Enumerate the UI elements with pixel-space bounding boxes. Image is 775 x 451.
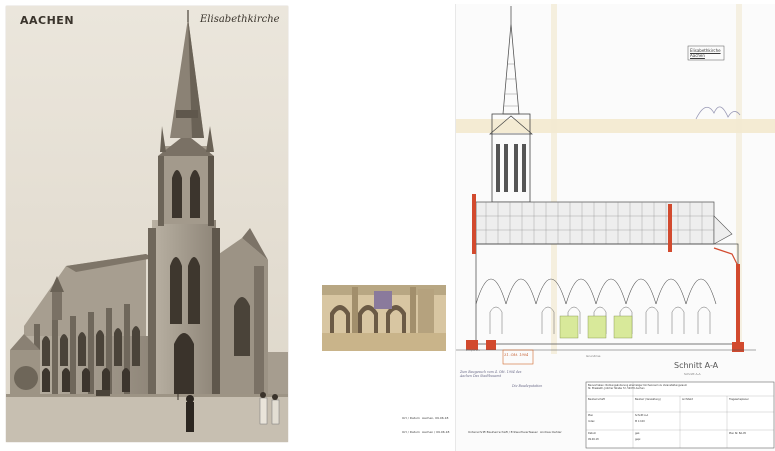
section-label: Schnitt A-A — [674, 361, 719, 370]
left-label: Emporen — [466, 348, 480, 352]
title-block-scale: M 1:100 — [635, 420, 645, 423]
title-block-col1: Bauherrschaft — [588, 398, 605, 401]
stamp-title: Elisabethkirche Aachen — [690, 48, 721, 58]
stamp-date: 31. Okt. 1904 — [504, 353, 529, 357]
interior-photo-illustration — [322, 285, 446, 351]
interior-photo — [322, 285, 446, 351]
title-block-plan-name: Schnitt A-A — [635, 414, 649, 417]
stamp-title-line2: Aachen — [690, 53, 705, 58]
title-block-row-index: Index — [588, 420, 595, 423]
section-drawing — [456, 4, 775, 449]
caption-label-1: Ort / Datum — [402, 416, 420, 420]
title-block-row-plan: Plan — [588, 414, 594, 417]
title-block-checked: gepr. — [635, 438, 642, 441]
title-block-drawn: gez. — [635, 432, 641, 435]
title-block-col3: Architekt — [682, 398, 693, 401]
title-block-col4: Tragwerksplaner — [729, 398, 749, 401]
postcard-city-label: AACHEN — [20, 14, 75, 27]
stamp-title-line1: Elisabethkirche — [690, 48, 721, 53]
construction-drawing-sheet: Elisabethkirche Aachen Schnitt A-A Schni… — [455, 4, 775, 451]
caption-label-3: Unterschrift Bauherrschaft / Entwurfsver… — [468, 430, 538, 434]
title-block-header: Bauvorhaben: Nutzungsänderung ehemaliger… — [588, 384, 772, 390]
section-mark: Schnitt A-A — [684, 372, 701, 376]
title-block-header-line1: Bauvorhaben: Nutzungsänderung ehemaliger… — [588, 384, 688, 387]
stamp-signature: Die Baudeputation — [512, 384, 543, 388]
caption-label-2: Ort / Datum — [402, 430, 420, 434]
mid-label: Grundriss — [586, 354, 601, 358]
caption-value-1: Aachen, 09.06.18 — [422, 416, 449, 420]
title-block-header-line2: St. Elisabeth, Jülicher Straße 72, 52070… — [588, 387, 645, 390]
title-block-col2: Bauherr (Verwaltung) — [635, 398, 661, 401]
title-block-plan-no: Plan Nr. BA-05 — [729, 432, 747, 435]
title-block-date-value: 09.06.18 — [588, 438, 599, 441]
postcard-church-illustration — [6, 6, 288, 442]
postcard-church-name: Elisabethkirche — [200, 14, 280, 25]
title-block-date-label: Datum — [588, 432, 597, 435]
caption-value-2: Aachen / 09.06.18 — [422, 430, 450, 434]
stamp-text: Zum Baugesuch vom 4. Okt. 1904 des Aache… — [460, 370, 522, 378]
caption-value-3: Andrea Oehler — [540, 430, 562, 434]
historic-postcard: AACHEN Elisabethkirche — [6, 6, 288, 442]
